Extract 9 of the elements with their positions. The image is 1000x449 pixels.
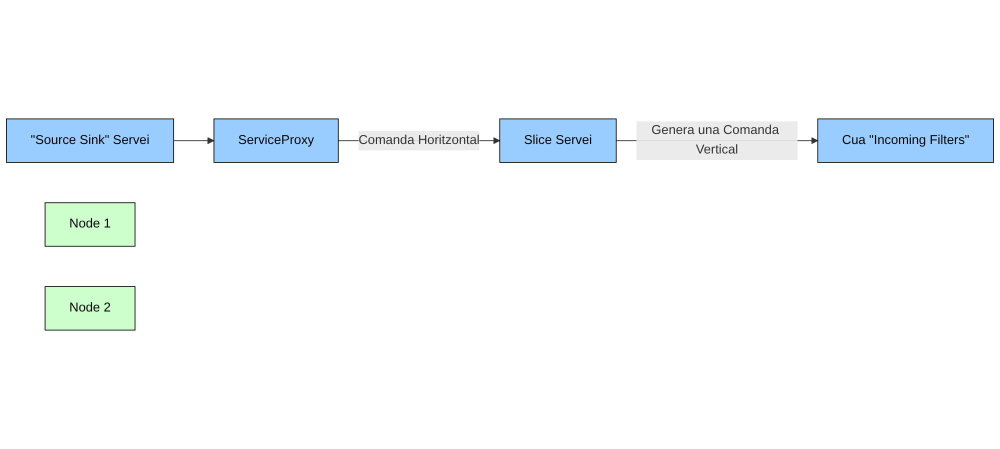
node-box: Slice Servei [499,118,617,163]
edge-label: Genera una Comanda Vertical [651,124,780,157]
node-box: Node 2 [44,286,136,330]
node-box: Node 1 [44,202,136,247]
node-box: Cua "Incoming Filters" [817,118,994,163]
arrow [173,137,214,144]
node-box: "Source Sink" Servei [6,118,174,163]
node-box: ServiceProxy [214,118,339,163]
edge-label: Comanda Horitzontal [358,133,480,148]
